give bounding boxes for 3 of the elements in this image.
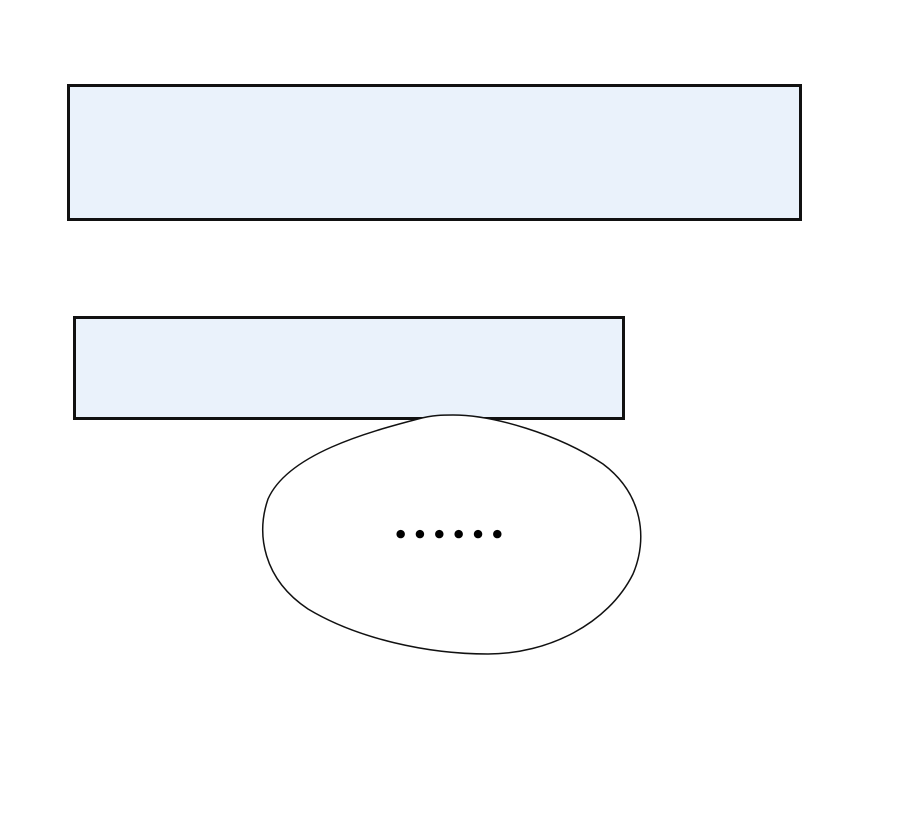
node-text: •••••• <box>392 520 510 548</box>
empty-box <box>67 84 802 221</box>
empty-box <box>73 316 625 420</box>
